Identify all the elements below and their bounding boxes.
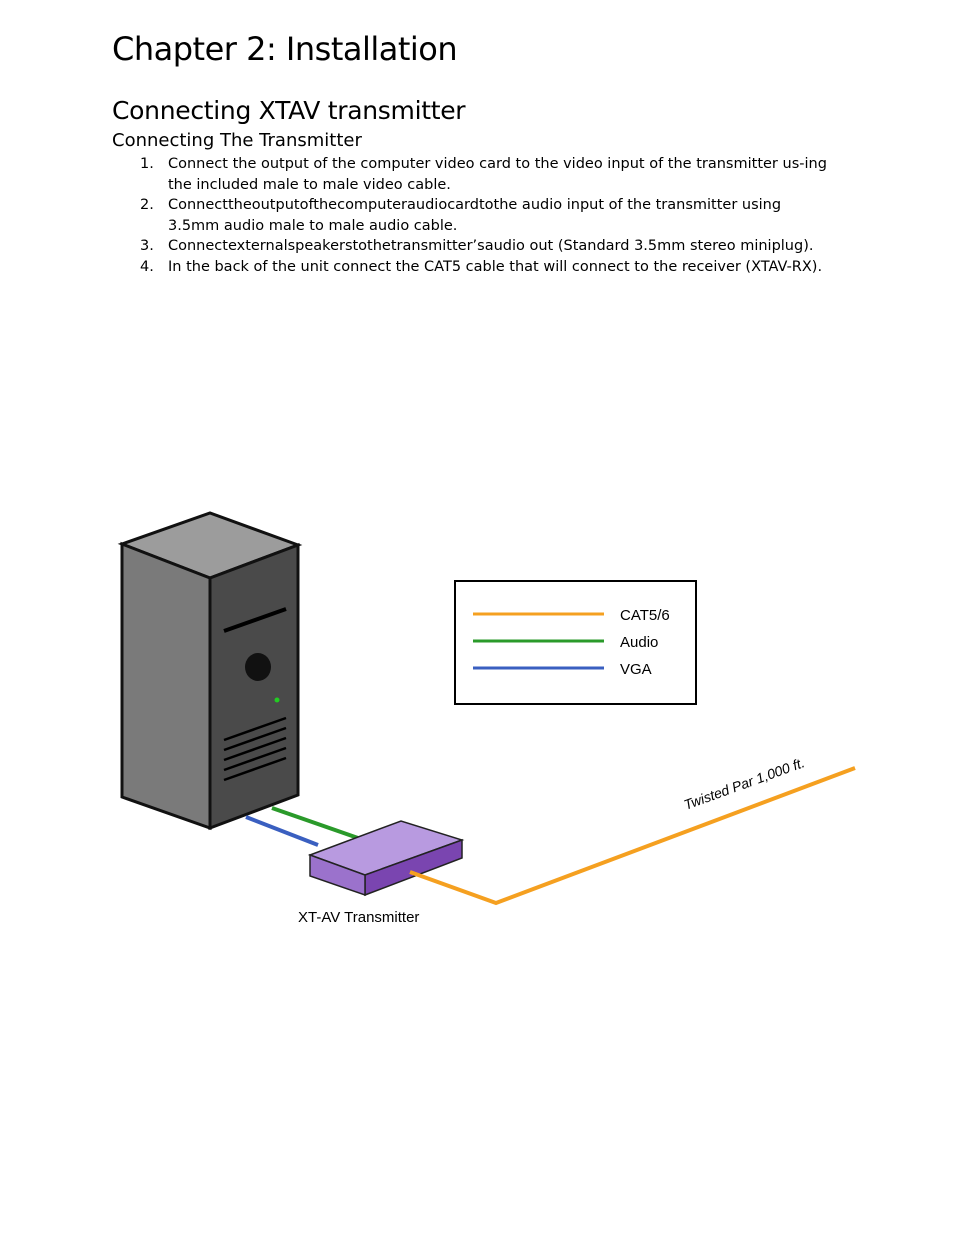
power-led-icon (274, 697, 280, 703)
connection-diagram: CAT5/6 Audio VGA XT-AV Transmitter Twist… (117, 511, 856, 926)
step-text: Connectexternalspeakerstothetransmitter’… (168, 238, 814, 254)
transmitter-device-icon (307, 820, 465, 897)
step-text: Connect the output of the computer video… (168, 156, 827, 193)
legend-label-vga: VGA (620, 661, 652, 678)
step-number: 2. (140, 197, 154, 213)
tower-front (208, 542, 300, 831)
section-title: Connecting XTAV transmitter (112, 96, 466, 125)
computer-tower-icon (117, 511, 303, 831)
audio-cable (271, 806, 359, 840)
power-button-icon (245, 653, 271, 681)
vga-cable (245, 815, 319, 847)
tower-left-side (120, 541, 212, 831)
step-number: 4. (140, 258, 154, 275)
chapter-title: Chapter 2: Installation (112, 30, 458, 68)
vent-slots (223, 716, 287, 782)
step-text: In the back of the unit connect the CAT5… (168, 258, 823, 275)
subsection-title: Connecting The Transmitter (112, 130, 362, 151)
step-item: 2. Connecttheoutputofthecomputeraudiocar… (112, 195, 832, 236)
drive-slot (223, 607, 287, 633)
step-item: 3. Connectexternalspeakerstothetransmitt… (112, 236, 832, 257)
legend-label-audio: Audio (620, 634, 658, 651)
step-number: 1. (140, 156, 154, 172)
step-item: 4. In the back of the unit connect the C… (112, 257, 832, 278)
transmitter-side (309, 853, 366, 897)
cat5-cable (409, 766, 856, 906)
step-item: 1. Connect the output of the computer vi… (112, 154, 832, 195)
step-text: Connecttheoutputofthecomputeraudiocardto… (168, 197, 782, 234)
cable-length-label: Twisted Par 1,000 ft. (682, 754, 807, 813)
legend: CAT5/6 Audio VGA (454, 580, 697, 705)
transmitter-label: XT-AV Transmitter (298, 909, 419, 926)
installation-steps: 1. Connect the output of the computer vi… (112, 154, 832, 277)
step-number: 3. (140, 238, 154, 254)
legend-label-cat5: CAT5/6 (620, 607, 670, 624)
